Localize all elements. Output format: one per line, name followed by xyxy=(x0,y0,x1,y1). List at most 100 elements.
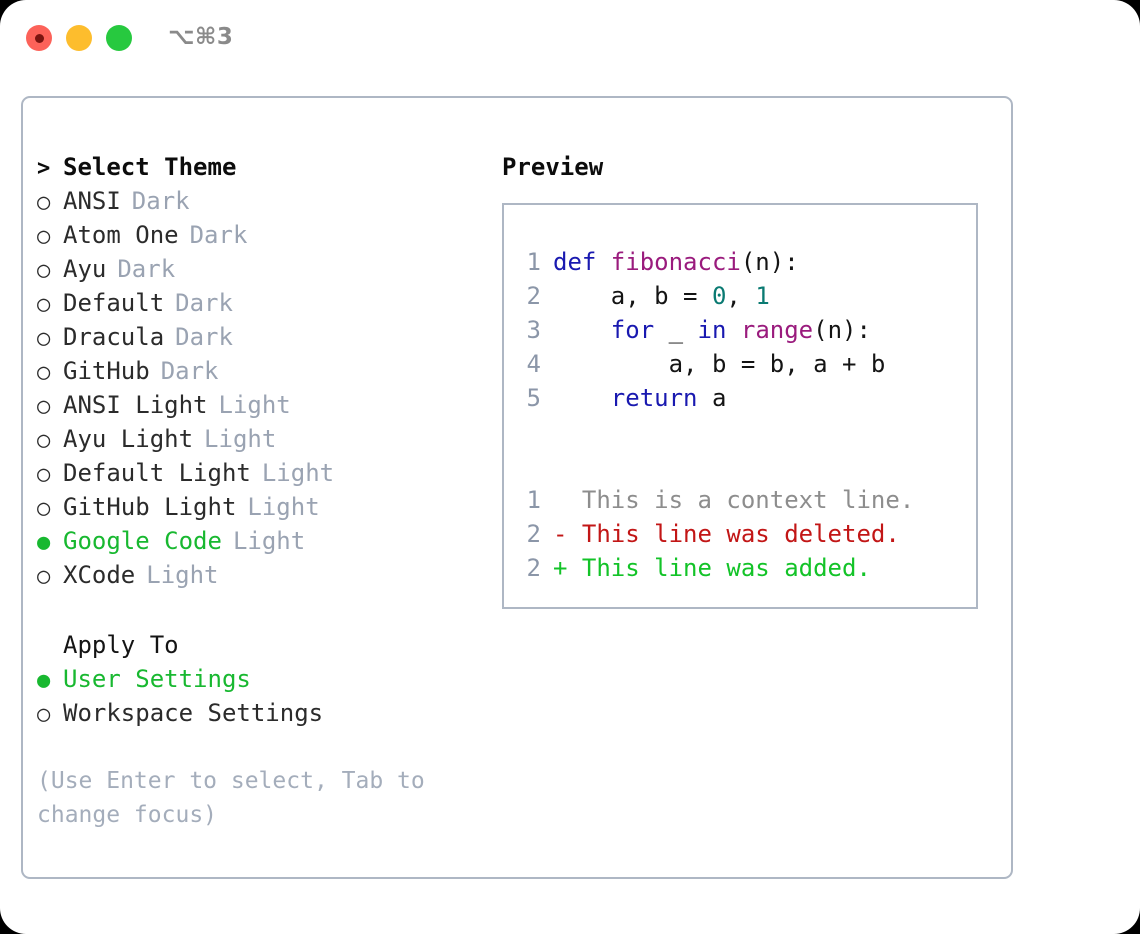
theme-name-label: Default Light xyxy=(63,459,251,487)
theme-variant-label: Dark xyxy=(117,255,176,283)
apply-to-header: ○ Apply To xyxy=(37,628,477,662)
code-text: a, b = 0, 1 xyxy=(553,279,770,313)
radio-unselected-icon: ○ xyxy=(37,702,51,727)
select-theme-header-label: Select Theme xyxy=(63,153,237,181)
theme-name-label: Atom One xyxy=(63,221,179,249)
line-number: 2 xyxy=(526,520,541,548)
code-line: 3 for _ in range(n): xyxy=(517,313,968,347)
code-token-number: 1 xyxy=(755,282,770,310)
code-token-keyword: return xyxy=(610,384,698,412)
code-line: 5 return a xyxy=(517,381,968,415)
list-gap xyxy=(37,592,477,628)
radio-unselected-icon: ○ xyxy=(37,292,51,317)
code-token-plain: (n): xyxy=(813,316,871,344)
theme-name-label: XCode xyxy=(63,561,136,589)
line-number: 2 xyxy=(526,554,541,582)
theme-option-google-code-light[interactable]: ● Google Code Light xyxy=(37,524,477,558)
apply-to-option-label: Workspace Settings xyxy=(63,699,324,727)
theme-variant-label: Dark xyxy=(175,323,233,351)
diff-text: This is a context line. xyxy=(567,486,915,514)
radio-selected-icon: ● xyxy=(37,530,51,555)
radio-selected-icon: ● xyxy=(37,668,51,693)
line-number: 3 xyxy=(526,316,541,344)
code-token-number: 0 xyxy=(711,282,727,310)
traffic-lights xyxy=(26,25,132,51)
theme-variant-label: Light xyxy=(261,459,335,487)
code-text: def fibonacci(n): xyxy=(553,245,799,279)
code-token-keyword: def xyxy=(553,248,611,276)
preview-title: Preview xyxy=(502,153,604,181)
theme-option-default-dark[interactable]: ○ Default Dark xyxy=(37,286,477,320)
line-number: 1 xyxy=(526,248,541,276)
main-panel: > Select Theme ○ ANSI Dark ○ Atom One Da… xyxy=(21,96,1013,879)
radio-unselected-icon: ○ xyxy=(37,360,51,385)
code-preview-box: 1 def fibonacci(n): 2 a, b = 0, 1 3 for … xyxy=(502,203,978,609)
code-token-plain: a, b = b, a + b xyxy=(553,350,886,378)
close-button-icon[interactable] xyxy=(26,25,52,51)
radio-unselected-icon: ○ xyxy=(37,190,51,215)
code-token-function: fibonacci xyxy=(610,248,741,276)
diff-text: This line was deleted. xyxy=(567,520,900,548)
theme-selector-column: > Select Theme ○ ANSI Dark ○ Atom One Da… xyxy=(37,150,477,730)
theme-name-label: ANSI xyxy=(63,187,121,215)
theme-name-label: GitHub xyxy=(63,357,150,385)
theme-name-label: Dracula xyxy=(63,323,165,351)
theme-name-label: GitHub Light xyxy=(63,493,237,521)
code-line: 2 a, b = 0, 1 xyxy=(517,279,968,313)
diff-line-added: 2 + This line was added. xyxy=(517,551,968,585)
line-number: 1 xyxy=(526,486,541,514)
diff-text: This line was added. xyxy=(567,554,871,582)
code-line: 1 def fibonacci(n): xyxy=(517,245,968,279)
radio-unselected-icon: ○ xyxy=(37,462,51,487)
diff-marker xyxy=(553,483,567,517)
panel-columns: > Select Theme ○ ANSI Dark ○ Atom One Da… xyxy=(23,98,1011,877)
theme-name-label: Ayu xyxy=(63,255,107,283)
theme-option-ayu-light[interactable]: ○ Ayu Light Light xyxy=(37,422,477,456)
keyboard-hint-text: (Use Enter to select, Tab to change focu… xyxy=(37,768,425,828)
code-token-plain xyxy=(726,316,740,344)
diff-line-deleted: 2 - This line was deleted. xyxy=(517,517,968,551)
radio-unselected-icon: ○ xyxy=(37,564,51,589)
theme-variant-label: Light xyxy=(146,561,219,589)
line-number: 2 xyxy=(526,282,541,310)
no-bullet-spacer: ○ xyxy=(37,630,63,664)
theme-option-xcode-light[interactable]: ○ XCode Light xyxy=(37,558,477,592)
radio-unselected-icon: ○ xyxy=(37,394,51,419)
theme-variant-label: Dark xyxy=(189,221,248,249)
select-theme-header: > Select Theme xyxy=(37,150,477,184)
code-token-keyword: for xyxy=(610,316,655,344)
radio-unselected-icon: ○ xyxy=(37,496,51,521)
maximize-button-icon[interactable] xyxy=(106,25,132,51)
theme-variant-label: Dark xyxy=(160,357,219,385)
apply-to-header-label: Apply To xyxy=(63,631,179,659)
theme-name-label: Google Code xyxy=(63,527,222,555)
diff-line-context: 1 This is a context line. xyxy=(517,483,968,517)
theme-option-ansi-dark[interactable]: ○ ANSI Dark xyxy=(37,184,477,218)
diff-marker: - xyxy=(553,520,568,548)
theme-option-ayu-dark[interactable]: ○ Ayu Dark xyxy=(37,252,477,286)
theme-option-ansi-light[interactable]: ○ ANSI Light Light xyxy=(37,388,477,422)
minimize-button-icon[interactable] xyxy=(66,25,92,51)
theme-variant-label: Light xyxy=(247,493,320,521)
theme-variant-label: Dark xyxy=(131,187,190,215)
keyboard-shortcut-label: ⌥⌘3 xyxy=(168,24,234,50)
theme-option-github-dark[interactable]: ○ GitHub Dark xyxy=(37,354,477,388)
apply-to-option-label: User Settings xyxy=(63,665,251,693)
code-token-plain: a xyxy=(697,384,727,412)
line-number: 4 xyxy=(526,350,541,378)
code-token-function: range xyxy=(740,316,814,344)
theme-option-default-light[interactable]: ○ Default Light Light xyxy=(37,456,477,490)
theme-option-atom-one-dark[interactable]: ○ Atom One Dark xyxy=(37,218,477,252)
apply-to-option-workspace-settings[interactable]: ○ Workspace Settings xyxy=(37,696,477,730)
code-text: a, b = b, a + b xyxy=(553,347,886,381)
theme-option-dracula-dark[interactable]: ○ Dracula Dark xyxy=(37,320,477,354)
theme-name-label: Ayu Light xyxy=(63,425,194,453)
radio-unselected-icon: ○ xyxy=(37,258,51,283)
code-token-plain xyxy=(553,384,611,412)
theme-variant-label: Light xyxy=(204,425,277,453)
code-token-plain xyxy=(553,316,611,344)
theme-option-github-light[interactable]: ○ GitHub Light Light xyxy=(37,490,477,524)
code-blank-line xyxy=(517,415,968,449)
apply-to-option-user-settings[interactable]: ● User Settings xyxy=(37,662,477,696)
